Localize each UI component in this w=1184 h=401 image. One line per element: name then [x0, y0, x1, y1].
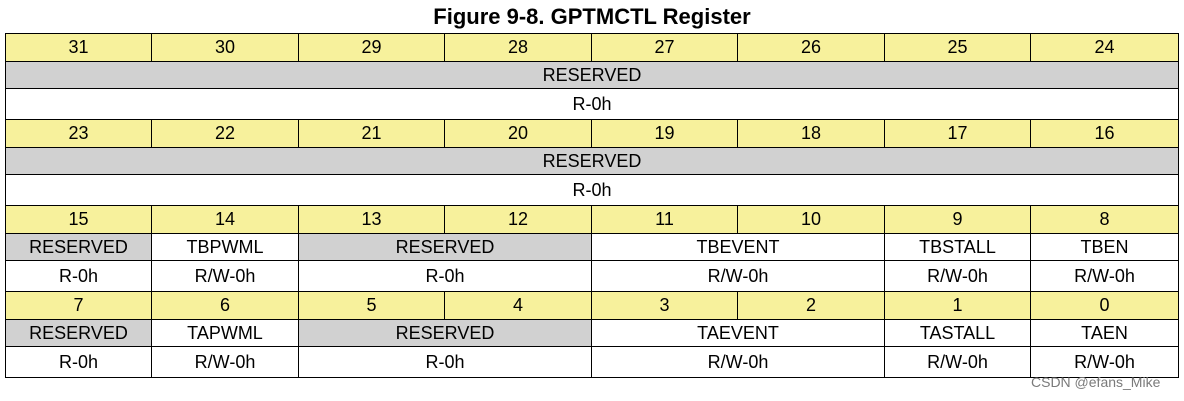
- field-taevent: TAEVENT: [591, 319, 885, 347]
- bit-number: 16: [1030, 119, 1179, 148]
- field-access: R/W-0h: [884, 346, 1031, 378]
- field-access: R/W-0h: [591, 260, 885, 292]
- bit-number: 30: [151, 33, 299, 62]
- field-access: R-0h: [5, 174, 1179, 206]
- field-tastall: TASTALL: [884, 319, 1031, 347]
- field-reserved: RESERVED: [298, 233, 592, 261]
- bit-number: 13: [298, 205, 445, 234]
- bit-number: 21: [298, 119, 445, 148]
- bit-number-row: 15 14 13 12 11 10 9 8: [5, 205, 1179, 234]
- field-access: R-0h: [298, 346, 592, 378]
- bit-number: 27: [591, 33, 738, 62]
- field-name-row: RESERVED TAPWML RESERVED TAEVENT TASTALL…: [5, 319, 1179, 347]
- field-reserved: RESERVED: [5, 233, 152, 261]
- field-access: R/W-0h: [151, 260, 299, 292]
- field-reserved: RESERVED: [298, 319, 592, 347]
- bit-number: 14: [151, 205, 299, 234]
- bit-number: 28: [444, 33, 592, 62]
- bit-number: 18: [737, 119, 885, 148]
- bit-number: 24: [1030, 33, 1179, 62]
- access-row: R-0h R/W-0h R-0h R/W-0h R/W-0h R/W-0h: [5, 346, 1179, 378]
- field-access: R/W-0h: [1030, 260, 1179, 292]
- bit-number: 31: [5, 33, 152, 62]
- bit-number: 26: [737, 33, 885, 62]
- bit-number: 20: [444, 119, 592, 148]
- field-access: R/W-0h: [151, 346, 299, 378]
- field-reserved: RESERVED: [5, 61, 1179, 89]
- field-tben: TBEN: [1030, 233, 1179, 261]
- bit-number: 25: [884, 33, 1031, 62]
- bit-number: 7: [5, 291, 152, 320]
- bit-number: 2: [737, 291, 885, 320]
- field-tbevent: TBEVENT: [591, 233, 885, 261]
- bit-number: 5: [298, 291, 445, 320]
- bit-number: 15: [5, 205, 152, 234]
- bit-number: 4: [444, 291, 592, 320]
- bit-number: 11: [591, 205, 738, 234]
- access-row: R-0h: [5, 174, 1179, 206]
- field-tapwml: TAPWML: [151, 319, 299, 347]
- bit-number: 17: [884, 119, 1031, 148]
- bit-number: 0: [1030, 291, 1179, 320]
- field-reserved: RESERVED: [5, 147, 1179, 175]
- field-tbstall: TBSTALL: [884, 233, 1031, 261]
- field-access: R-0h: [5, 88, 1179, 120]
- field-access: R/W-0h: [1030, 346, 1179, 378]
- bit-number: 1: [884, 291, 1031, 320]
- bit-number: 10: [737, 205, 885, 234]
- bit-number: 19: [591, 119, 738, 148]
- field-tbpwml: TBPWML: [151, 233, 299, 261]
- bit-number: 12: [444, 205, 592, 234]
- access-row: R-0h R/W-0h R-0h R/W-0h R/W-0h R/W-0h: [5, 260, 1179, 292]
- bit-number: 22: [151, 119, 299, 148]
- bit-number: 9: [884, 205, 1031, 234]
- field-taen: TAEN: [1030, 319, 1179, 347]
- bit-number-row: 7 6 5 4 3 2 1 0: [5, 291, 1179, 320]
- field-name-row: RESERVED: [5, 61, 1179, 89]
- bit-number: 8: [1030, 205, 1179, 234]
- watermark: CSDN @efans_Mike: [1031, 374, 1161, 390]
- field-name-row: RESERVED: [5, 147, 1179, 175]
- bit-number-row: 31 30 29 28 27 26 25 24: [5, 33, 1179, 62]
- bit-number: 29: [298, 33, 445, 62]
- field-access: R/W-0h: [884, 260, 1031, 292]
- bit-number-row: 23 22 21 20 19 18 17 16: [5, 119, 1179, 148]
- field-access: R-0h: [298, 260, 592, 292]
- register-table: 31 30 29 28 27 26 25 24 RESERVED R-0h 23…: [5, 33, 1179, 378]
- field-access: R/W-0h: [591, 346, 885, 378]
- field-access: R-0h: [5, 260, 152, 292]
- figure-title: Figure 9-8. GPTMCTL Register: [433, 4, 751, 29]
- bit-number: 23: [5, 119, 152, 148]
- bit-number: 6: [151, 291, 299, 320]
- field-name-row: RESERVED TBPWML RESERVED TBEVENT TBSTALL…: [5, 233, 1179, 261]
- access-row: R-0h: [5, 88, 1179, 120]
- bit-number: 3: [591, 291, 738, 320]
- field-reserved: RESERVED: [5, 319, 152, 347]
- field-access: R-0h: [5, 346, 152, 378]
